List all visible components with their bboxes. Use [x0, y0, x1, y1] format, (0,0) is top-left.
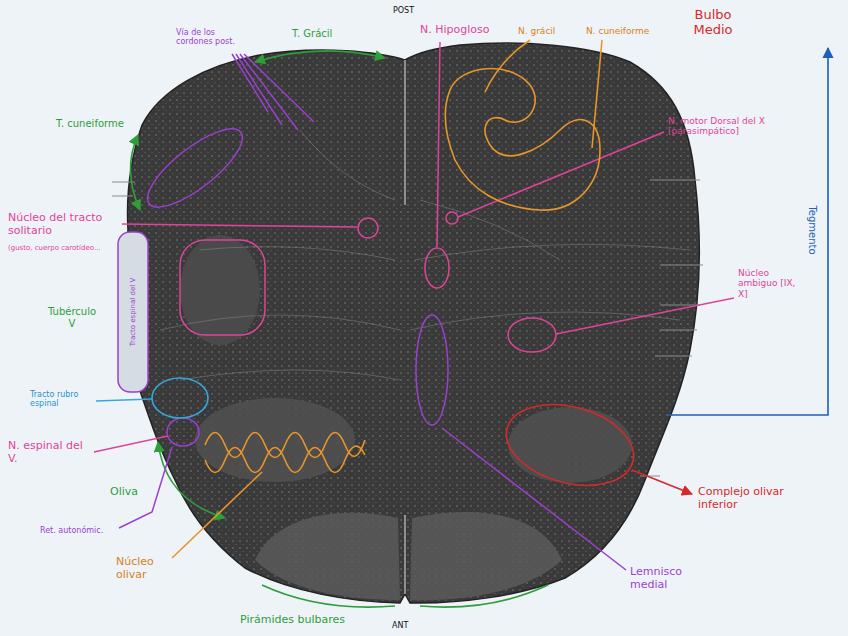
- structure-label: Núcleo olivar: [116, 556, 174, 581]
- leader-arrow: [632, 470, 692, 494]
- pyramid-right: [410, 512, 562, 600]
- hypoglossal-outline: [425, 248, 449, 288]
- note-label: (gusto, cuerpo carotídeo...: [8, 244, 120, 252]
- cuneate-bracket: [130, 135, 140, 210]
- leader-line: [94, 436, 168, 452]
- region-label: Tegmento: [806, 205, 818, 254]
- structure-label: Lemnisco medial: [630, 566, 714, 591]
- green-brackets: [120, 51, 548, 607]
- drawing-part: [655, 356, 692, 357]
- ambiguus-outline: [508, 318, 556, 352]
- structure-label: Pirámides bulbares: [240, 614, 345, 627]
- leader-line: [96, 399, 152, 401]
- edge-ticks: [112, 180, 703, 476]
- olivary-complex-outline: [497, 391, 642, 498]
- structure-label: N. motor Dorsal del X [parasimpático]: [668, 116, 780, 137]
- cyan-marks: [96, 378, 208, 418]
- leader-line: [556, 298, 734, 334]
- tegmentum-bracket: [668, 48, 828, 415]
- olive-region: [508, 407, 632, 483]
- olivary-nucleus-outline: [205, 433, 365, 458]
- drawing-part: [112, 196, 133, 197]
- structure-label: Oliva: [110, 486, 138, 499]
- structure-label: N. cuneiforme: [586, 26, 649, 36]
- structure-label: Tubérculo V: [48, 306, 96, 329]
- leader-line: [442, 428, 626, 570]
- orientation-label: POST: [393, 6, 414, 15]
- leader-line: [458, 132, 664, 217]
- structure-label: Complejo olivar inferior: [698, 486, 816, 511]
- drawing-part: [415, 244, 690, 260]
- structure-label: Tracto rubro espinal: [30, 390, 92, 408]
- drawing-part: [300, 130, 395, 200]
- pyramid-left: [255, 513, 400, 600]
- drawing-part: [650, 180, 700, 181]
- gracile-bracket: [255, 51, 385, 62]
- pyramid-bracket: [262, 585, 395, 607]
- spinal-nucleus-outline: [167, 418, 199, 446]
- dorsal-nuclei-outline: [445, 69, 600, 211]
- structure-label: Núcleo ambiguo [IX, X]: [738, 268, 798, 299]
- leader-line: [122, 224, 357, 227]
- dorsal-motor-outline: [446, 212, 458, 224]
- tubercle-region: [180, 235, 260, 345]
- structure-label: N. grácil: [518, 26, 555, 36]
- lemniscus-outline: [416, 315, 448, 425]
- spinal-tract-band: [118, 232, 148, 392]
- leader-line: [437, 42, 440, 247]
- posterior-sulcus: [404, 60, 405, 205]
- diagram-title: Bulbo Medio: [684, 8, 742, 38]
- orientation-label: ANT: [392, 621, 408, 630]
- purple-marks: [118, 54, 626, 570]
- drawing-part: [180, 370, 400, 380]
- leader-line: [592, 40, 602, 148]
- tubercle-nucleus-outline: [180, 240, 265, 335]
- drawing-part: [200, 247, 395, 260]
- red-marks: [497, 391, 692, 498]
- structure-label: Núcleo del tracto solitario: [8, 212, 120, 237]
- drawing-part: [660, 265, 703, 266]
- olive-bracket: [158, 442, 225, 518]
- structure-label: Tracto espinal del V: [129, 278, 137, 346]
- solitary-nucleus-outline: [358, 218, 378, 238]
- leader-line: [232, 54, 314, 130]
- leader-line: [172, 472, 262, 558]
- structure-label: T. cuneiforme: [56, 118, 124, 130]
- olivary-nucleus-outline: [205, 446, 365, 472]
- structure-label: N. Hipogloso: [420, 24, 490, 37]
- orange-marks: [172, 40, 602, 558]
- leader-line: [485, 40, 530, 92]
- pyramid-bracket: [420, 585, 548, 607]
- structure-label: T. Grácil: [292, 28, 332, 40]
- pink-marks: [94, 42, 734, 452]
- rubrospinal-outline: [152, 378, 208, 418]
- structure-label: Ret. autonómic.: [40, 526, 103, 535]
- drawing-part: [420, 200, 560, 260]
- structure-label: Vía de los cordones post.: [176, 28, 248, 46]
- drawing-part: [160, 315, 400, 330]
- anterior-fissure: [404, 515, 405, 594]
- structure-label: N. espinal del V.: [8, 440, 92, 465]
- cuneate-tract-outline: [137, 117, 253, 220]
- fiber-lines: [160, 130, 690, 380]
- drawing-part: [660, 330, 697, 331]
